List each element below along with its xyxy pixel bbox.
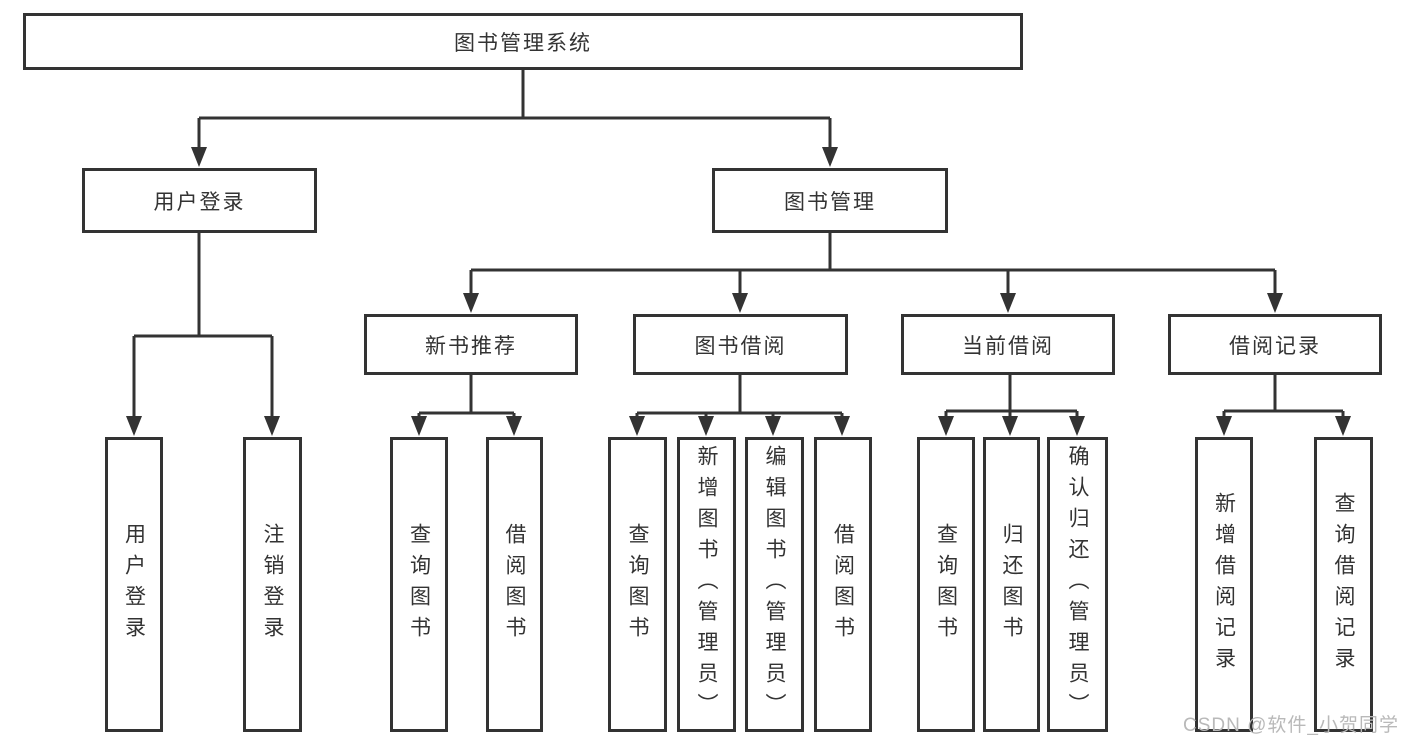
- arrowheads: [126, 147, 1351, 436]
- leaf-user-login: 用户登录: [105, 437, 163, 732]
- node-book-borrowing-label: 图书借阅: [694, 334, 787, 358]
- leaf-borrowing-borrow-books-label: 借阅图书: [831, 522, 855, 647]
- leaf-user-login-label: 用户登录: [122, 522, 146, 647]
- leaf-add-book-admin-label: 新增图书（管理员）: [695, 445, 718, 724]
- leaf-confirm-return-admin-label: 确认归还（管理员）: [1066, 445, 1089, 724]
- leaf-borrowing-query-books: 查询图书: [608, 437, 667, 732]
- leaf-add-borrow-record: 新增借阅记录: [1195, 437, 1253, 732]
- node-current-borrowing: 当前借阅: [901, 314, 1115, 375]
- leaf-logout: 注销登录: [243, 437, 302, 732]
- leaf-edit-book-admin-label: 编辑图书（管理员）: [763, 445, 786, 724]
- leaf-borrowing-query-books-label: 查询图书: [626, 522, 649, 647]
- node-root-label: 图书管理系统: [454, 31, 592, 55]
- node-book-management: 图书管理: [712, 168, 948, 233]
- leaf-return-books-label: 归还图书: [1000, 522, 1023, 647]
- leaf-recommend-query-books: 查询图书: [390, 437, 448, 732]
- leaf-query-borrow-record: 查询借阅记录: [1314, 437, 1373, 732]
- leaf-borrowing-borrow-books: 借阅图书: [814, 437, 872, 732]
- leaf-add-borrow-record-label: 新增借阅记录: [1212, 491, 1236, 678]
- node-book-borrowing: 图书借阅: [633, 314, 848, 375]
- node-current-borrowing-label: 当前借阅: [962, 334, 1054, 358]
- node-new-book-recommend: 新书推荐: [364, 314, 578, 375]
- leaf-recommend-borrow-books: 借阅图书: [486, 437, 543, 732]
- leaf-query-borrow-record-label: 查询借阅记录: [1332, 491, 1355, 678]
- node-book-management-label: 图书管理: [784, 190, 876, 214]
- node-root-system: 图书管理系统: [23, 13, 1023, 70]
- leaf-return-books: 归还图书: [983, 437, 1040, 732]
- node-borrowing-records-label: 借阅记录: [1229, 334, 1321, 358]
- leaf-logout-label: 注销登录: [261, 522, 284, 647]
- csdn-watermark: CSDN @软件_小贺同学: [1183, 715, 1399, 736]
- leaf-recommend-borrow-books-label: 借阅图书: [503, 522, 526, 647]
- leaf-current-query-books-label: 查询图书: [934, 522, 958, 647]
- node-borrowing-records: 借阅记录: [1168, 314, 1382, 375]
- node-new-book-recommend-label: 新书推荐: [425, 334, 517, 358]
- leaf-edit-book-admin: 编辑图书（管理员）: [745, 437, 804, 732]
- leaf-add-book-admin: 新增图书（管理员）: [677, 437, 736, 732]
- node-user-login-label: 用户登录: [153, 190, 246, 214]
- leaf-confirm-return-admin: 确认归还（管理员）: [1047, 437, 1108, 732]
- leaf-recommend-query-books-label: 查询图书: [407, 522, 431, 647]
- leaf-current-query-books: 查询图书: [917, 437, 975, 732]
- node-user-login: 用户登录: [82, 168, 317, 233]
